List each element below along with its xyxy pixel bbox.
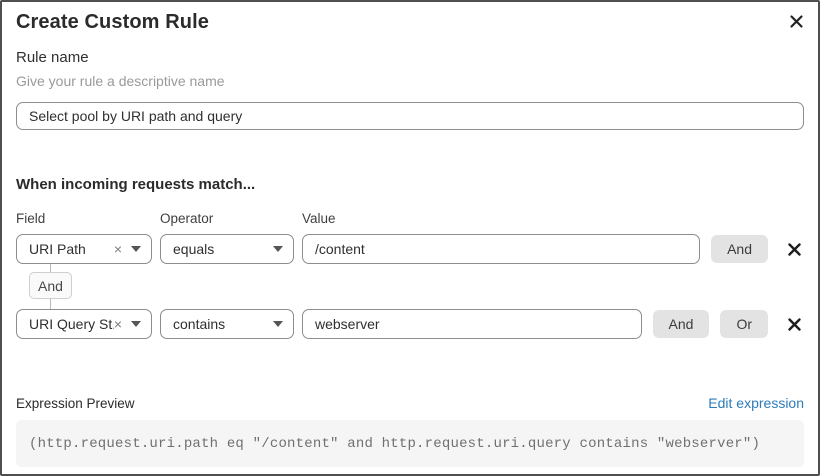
connector-line [50,299,51,309]
match-heading: When incoming requests match... [16,176,256,193]
remove-condition-button[interactable] [784,314,804,334]
remove-condition-icon [787,317,801,331]
add-or-condition-button[interactable]: Or [720,310,768,338]
condition-row: URI Query St... × contains And Or [16,309,804,339]
rule-name-hint: Give your rule a descriptive name [16,73,225,89]
field-select[interactable]: URI Query St... × [16,309,152,339]
edit-expression-link[interactable]: Edit expression [708,395,804,411]
chevron-down-icon[interactable] [131,321,141,327]
remove-condition-icon [787,242,801,256]
clear-selection-icon[interactable]: × [113,316,122,332]
value-column-label: Value [302,211,336,226]
operator-column-label: Operator [160,211,214,226]
field-column-label: Field [16,211,46,226]
value-input[interactable] [302,309,642,339]
field-select-value: URI Path [29,241,86,257]
operator-select[interactable]: contains [160,309,294,339]
chevron-down-icon[interactable] [273,321,283,327]
connector-line [50,264,51,272]
condition-column-labels: Field Operator Value [16,211,804,226]
expression-code: (http.request.uri.path eq "/content" and… [16,420,804,467]
field-select-value: URI Query St... [29,316,114,332]
rule-name-label: Rule name [16,49,89,66]
operator-select[interactable]: equals [160,234,294,264]
close-icon [789,14,803,28]
dialog-header: Create Custom Rule [2,11,818,34]
operator-select-value: contains [173,316,226,332]
condition-row: URI Path × equals And [16,234,804,264]
connector-and-badge: And [29,272,72,299]
page-title: Create Custom Rule [16,11,209,33]
chevron-down-icon[interactable] [273,246,283,252]
add-and-condition-button[interactable]: And [652,310,710,338]
remove-condition-button[interactable] [784,239,804,259]
value-input[interactable] [302,234,701,264]
field-select[interactable]: URI Path × [16,234,152,264]
condition-connector: And [29,264,72,309]
chevron-down-icon[interactable] [131,246,141,252]
expression-preview-header: Expression Preview Edit expression [16,395,804,411]
clear-selection-icon[interactable]: × [113,241,122,257]
close-button[interactable] [786,11,806,31]
add-and-condition-button[interactable]: And [711,235,768,263]
expression-preview-label: Expression Preview [16,396,135,411]
rule-name-input[interactable] [16,102,804,130]
operator-select-value: equals [173,241,215,257]
